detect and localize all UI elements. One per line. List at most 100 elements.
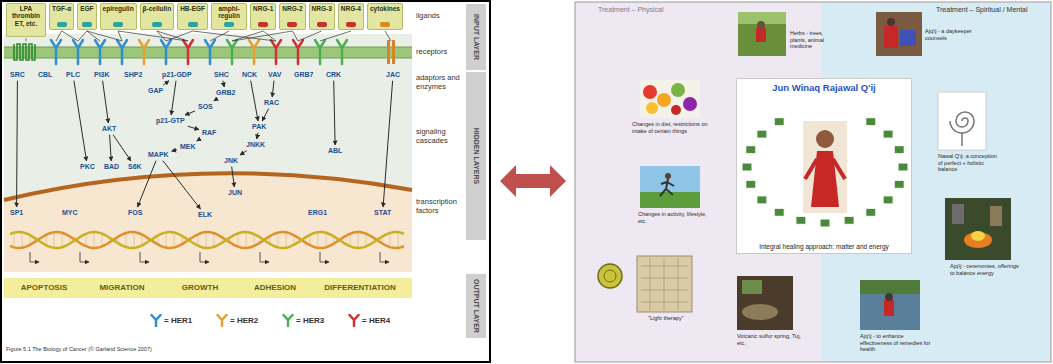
receptor-symbol (139, 40, 149, 64)
glyph-icon (746, 146, 756, 154)
node-label: AKT (102, 125, 116, 133)
row-label: ligands (416, 12, 440, 21)
legend-item: = HER3 (282, 314, 324, 327)
double-arrow (500, 165, 566, 197)
node-caption: Integral healing approach: matter and en… (759, 243, 889, 250)
node-label: TGF-α (52, 5, 71, 12)
ligand-icon (188, 22, 198, 27)
node-label: FOS (128, 209, 142, 217)
glyph-icon (894, 180, 904, 188)
protein-label: AKT (100, 124, 118, 134)
legend-item: = HER1 (150, 314, 192, 327)
protein-label: GRB7 (292, 70, 315, 80)
nucleus (4, 173, 412, 272)
dna-rung (142, 235, 143, 246)
dna-rung (326, 233, 327, 247)
glyph-icon (746, 180, 756, 188)
protein-label: PLC (64, 70, 82, 80)
node-label: ERG1 (308, 209, 327, 217)
legend-receptor (284, 315, 293, 326)
protein-label: VAV (266, 70, 283, 80)
glyph-icon (898, 163, 908, 171)
node-label: SHP2 (124, 71, 142, 79)
node-label: VAV (268, 71, 281, 79)
photo-caption: "Light therapy" (648, 315, 692, 322)
figure-caption: Figure 5.1 The Biology of Cancer (© Garl… (6, 346, 152, 352)
membrane (4, 47, 412, 58)
slide-heading: Treatment – Spiritual / Mental (936, 6, 1028, 13)
dna-rung (246, 232, 247, 248)
ligand-box: TGF-α (49, 3, 74, 30)
ligand-icon (258, 22, 268, 27)
slide-heading: Treatment – Physical (598, 6, 664, 13)
ligand-icon (317, 22, 327, 27)
signal-arrow (172, 150, 177, 151)
dna-rung (286, 232, 287, 247)
protein-label: PKC (78, 162, 97, 172)
dna-rung (366, 234, 367, 247)
node-label: MEK (180, 143, 196, 151)
legend-receptor (218, 315, 227, 326)
glyph-icon (844, 216, 854, 224)
river-photo (860, 280, 920, 330)
ligand-box: cytokines (367, 3, 403, 30)
node-label: Jun Winaq Rajawal Q'ij (772, 82, 876, 93)
node-label: GRB7 (294, 71, 313, 79)
output-label: GROWTH (182, 283, 218, 292)
dna-strand (10, 232, 404, 248)
dna-rung (254, 234, 255, 246)
node-label: GRB2 (216, 89, 235, 97)
ligand-icon (224, 22, 234, 27)
dna-strand (10, 232, 404, 248)
glyph-icon (866, 208, 876, 216)
node-label: SOS (198, 103, 213, 111)
node-label: NRG-2 (282, 5, 302, 12)
receptor-symbol (205, 40, 215, 64)
protein-label: JAC (384, 70, 402, 80)
signal-arrow (113, 135, 131, 161)
ceremony-photo (945, 198, 1011, 260)
layer-label: INPUT LAYER (473, 14, 480, 60)
glyph-icon (796, 216, 806, 224)
node-label: JNKK (246, 141, 265, 149)
binding-line (62, 31, 78, 41)
row-label: signaling cascades (416, 128, 464, 145)
node-label: NRG-1 (253, 5, 273, 12)
signal-arrow (223, 81, 225, 87)
dna-rung (62, 233, 63, 247)
legend-text: = HER4 (362, 316, 390, 325)
row-label: adaptors and enzymes (416, 74, 464, 91)
ligand-box: β-cellulin (140, 3, 175, 30)
binding-line (26, 38, 27, 41)
ligand-box: NRG-3 (309, 3, 335, 30)
cell-ground (4, 34, 412, 272)
dna-rung (14, 233, 15, 248)
legend-receptor (152, 315, 161, 326)
ligand-box: epiregulin (100, 3, 137, 30)
dna-rung (174, 233, 175, 248)
signal-arrow (257, 133, 258, 139)
binding-line (263, 31, 276, 41)
glyph-icon (883, 130, 893, 138)
glyph-icon (774, 208, 784, 216)
node-label: JAC (386, 71, 400, 79)
signal-arrow (214, 99, 217, 101)
binding-line (232, 31, 263, 41)
receptor-symbol (95, 40, 105, 64)
protein-label: p21-GTP (154, 116, 187, 126)
dna-rung (102, 234, 103, 247)
protein-label: BAD (102, 162, 121, 172)
legend-swatch (150, 314, 162, 327)
calendar-glyph (598, 264, 622, 288)
dna-rung (398, 232, 399, 248)
glyph-icon (757, 130, 767, 138)
transcription-arrow (30, 252, 39, 262)
protein-label: SHC (212, 70, 231, 80)
membrane-edge (4, 58, 412, 59)
protein-label: ABL (326, 146, 344, 156)
legend-text: = HER1 (164, 316, 192, 325)
photo-caption: Ajq'ij - to enhance effectiveness of rem… (860, 333, 932, 353)
ligand-icon (82, 22, 92, 27)
node-label: S6K (128, 163, 142, 171)
